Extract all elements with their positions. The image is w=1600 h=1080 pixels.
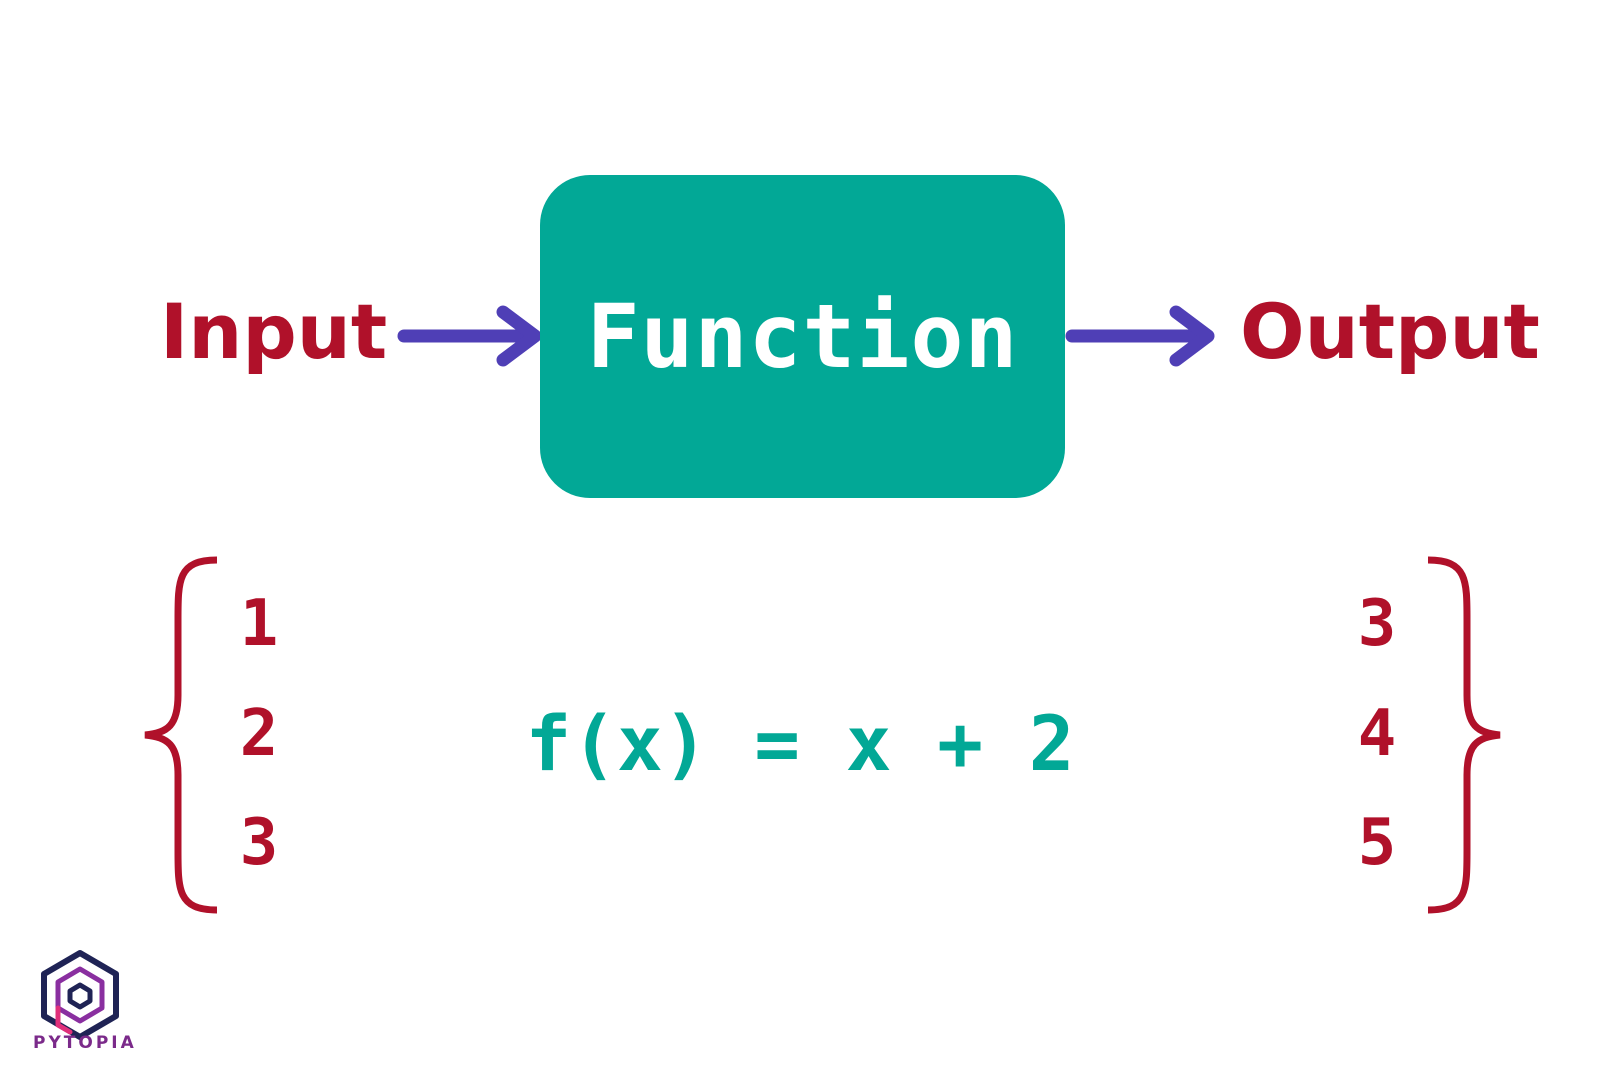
right-brace [1427, 556, 1501, 914]
input-label: Input [160, 287, 388, 376]
input-value: 3 [239, 806, 279, 880]
function-box: Function [540, 175, 1065, 498]
output-value: 3 [1357, 587, 1397, 661]
output-value: 4 [1357, 697, 1397, 771]
function-label: Function [586, 285, 1019, 388]
pytopia-logo-icon [41, 950, 119, 1040]
logo-wordmark: PYTOPIA [33, 1033, 137, 1053]
input-value: 1 [239, 587, 279, 661]
left-brace [144, 556, 218, 914]
output-label: Output [1240, 287, 1540, 376]
input-value: 2 [239, 697, 279, 771]
output-arrow [1065, 305, 1215, 367]
input-arrow [397, 305, 542, 367]
formula: f(x) = x + 2 [525, 699, 1075, 788]
output-value: 5 [1357, 806, 1397, 880]
